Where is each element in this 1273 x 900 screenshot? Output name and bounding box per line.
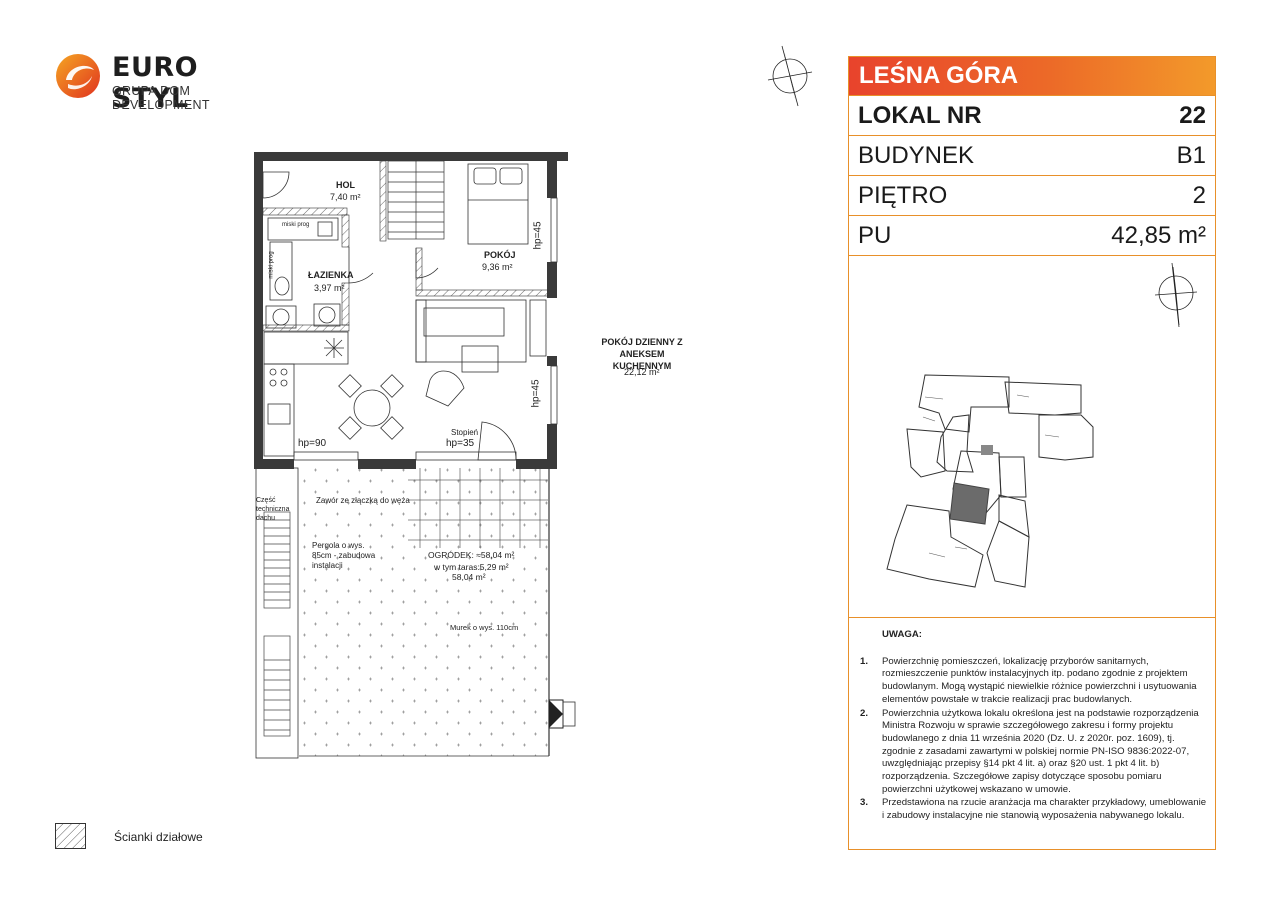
- note-text: Powierzchnia użytkowa lokalu określona j…: [882, 707, 1199, 795]
- area-row: PU 42,85 m²: [849, 216, 1215, 256]
- pergola-label: Pergola o wys. 85cm - zabudowa instalacj…: [312, 541, 376, 570]
- note-number: 3.: [860, 797, 869, 809]
- wall-height-label: Murek o wys. 110cm: [450, 623, 519, 632]
- project-title: LEŚNA GÓRA: [849, 57, 1215, 95]
- hp45-label-bottom: hp=45: [530, 379, 542, 408]
- terrace-area-label: w tym taras:5,29 m²: [434, 562, 509, 572]
- site-plan: [849, 257, 1215, 618]
- hp35-label: hp=35: [446, 438, 475, 449]
- note-number: 1.: [860, 655, 869, 667]
- note-text: Powierzchnię pomieszczeń, lokalizację pr…: [882, 655, 1197, 705]
- step-label: Stopień: [451, 428, 479, 437]
- valve-label: Zawór ze złączką do węża: [316, 496, 410, 505]
- terrace-tiles: [408, 468, 548, 548]
- unit-number-row: LOKAL NR 22: [849, 95, 1215, 136]
- technical-roof-label: Część techniczna dachu: [256, 497, 290, 522]
- building-label: BUDYNEK: [858, 141, 975, 169]
- building-value: B1: [1176, 141, 1206, 169]
- bedroom-label: POKÓJ: [484, 250, 516, 260]
- area-value: 42,85 m²: [1111, 221, 1206, 249]
- bathroom-area: 3,97 m²: [314, 283, 345, 293]
- partition-wall-swatch-icon: [55, 823, 86, 849]
- sill-label: miski prog: [282, 222, 310, 228]
- logo-mark-icon: [56, 54, 100, 98]
- site-plan-drawing: [886, 262, 1198, 588]
- note-item: 1. Powierzchnię pomieszczeń, lokalizację …: [860, 656, 1208, 707]
- garden-area-label: 58,04 m²: [452, 572, 486, 582]
- doors: [262, 171, 517, 461]
- walls: [254, 152, 568, 469]
- note-item: 3. Przedstawiona na rzucie aranżacja ma c…: [860, 797, 1208, 822]
- note-text: Przedstawiona na rzucie aranżacja ma cha…: [882, 797, 1207, 822]
- bed: [467, 163, 529, 245]
- note-number: 2.: [860, 707, 869, 719]
- unit-number-value: 22: [1179, 101, 1206, 129]
- notes-heading: UWAGA:: [882, 629, 922, 640]
- north-arrow-icon: [767, 45, 813, 107]
- floor-row: PIĘTRO 2: [849, 176, 1215, 216]
- area-label: PU: [858, 221, 892, 249]
- floor-label: PIĘTRO: [858, 181, 948, 209]
- unit-number-label: LOKAL NR: [858, 101, 982, 129]
- living-room-label: POKÓJ DZIENNY Z ANEKSEM KUCHENNYM: [601, 337, 683, 371]
- kitchen: [263, 331, 349, 457]
- logo-subtitle: GRUPA DOM DEVELOPMENT: [112, 84, 210, 112]
- dining-table: [338, 374, 404, 440]
- living-room-area: 22,12 m²: [624, 367, 660, 377]
- info-panel: LEŚNA GÓRA LOKAL NR 22 BUDYNEK B1 PIĘTRO…: [848, 56, 1216, 850]
- bathroom-fixtures: [265, 217, 341, 329]
- bedroom-area: 9,36 m²: [482, 262, 513, 272]
- logo-brand: EURO STYL: [112, 52, 199, 114]
- hol-label: HOL: [336, 180, 355, 190]
- building-row: BUDYNEK B1: [849, 136, 1215, 176]
- notes-section: UWAGA: 1. Powierzchnię pomieszczeń, lokal…: [860, 629, 1208, 824]
- garden-label: OGRÓDEK: ≈58,04 m²: [428, 550, 515, 560]
- hp45-label-top: hp=45: [532, 221, 544, 250]
- hp90-label: hp=90: [298, 438, 327, 449]
- sofa: [415, 299, 547, 373]
- note-item: 2. Powierzchnia użytkowa lokalu określona…: [860, 708, 1208, 797]
- site-north-arrow-icon: [1154, 262, 1198, 328]
- notes-list: 1. Powierzchnię pomieszczeń, lokalizację …: [860, 656, 1208, 823]
- legend-label: Ścianki działowe: [114, 830, 203, 844]
- hol-area: 7,40 m²: [330, 192, 361, 202]
- sill-label-2: miski prog: [268, 251, 275, 279]
- floor-plan: [254, 152, 576, 759]
- bathroom-label: ŁAZIENKA: [308, 270, 354, 280]
- floor-value: 2: [1192, 181, 1206, 209]
- logo: EURO STYL GRUPA DOM DEVELOPMENT: [54, 50, 284, 114]
- highlighted-unit: [949, 482, 990, 525]
